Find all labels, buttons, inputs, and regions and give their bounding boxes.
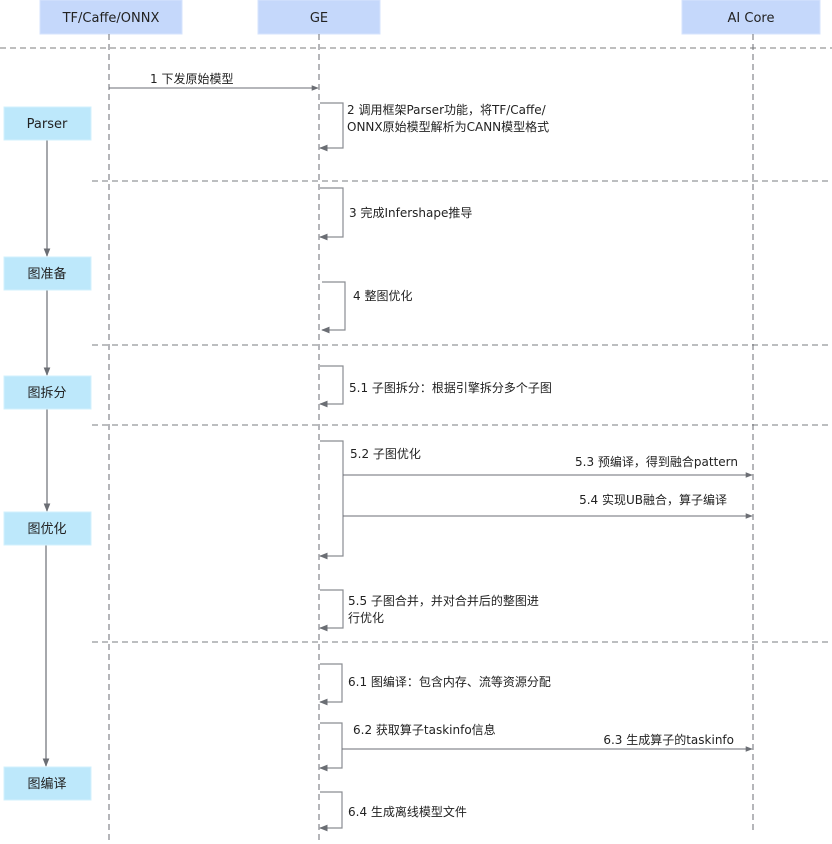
self-call-arrow xyxy=(319,187,344,241)
stage-graph-partition: 图拆分 xyxy=(3,375,92,410)
stage-parser: Parser xyxy=(3,106,92,141)
self-call-arrow xyxy=(319,440,344,560)
stage-label: 图编译 xyxy=(27,777,66,792)
message-label: ONNX原始模型解析为CANN模型格式 xyxy=(347,119,549,134)
stage-label: 图拆分 xyxy=(27,386,66,401)
message-label: 6.3 生成算子的taskinfo xyxy=(603,732,734,747)
message-label: 行优化 xyxy=(348,611,384,625)
self-call-arrow xyxy=(319,589,344,632)
message-label: 5.5 子图合并，并对合并后的整图进 xyxy=(348,593,539,608)
stage-graph-optimize: 图优化 xyxy=(3,511,92,546)
message-5-3: 5.3 预编译，得到融合pattern xyxy=(343,454,753,478)
message-label: 1 下发原始模型 xyxy=(150,71,233,86)
participant-label: TF/Caffe/ONNX xyxy=(62,11,160,26)
participant-label: GE xyxy=(310,11,328,26)
self-call-arrow xyxy=(319,663,343,706)
message-4: 4 整图优化 xyxy=(321,281,412,334)
message-label: 5.1 子图拆分：根据引擎拆分多个子图 xyxy=(349,380,552,395)
message-label: 5.4 实现UB融合，算子编译 xyxy=(579,492,727,507)
message-label: 6.2 获取算子taskinfo信息 xyxy=(353,722,496,737)
stage-label: 图准备 xyxy=(27,266,66,282)
stage-graph-compile: 图编译 xyxy=(3,766,92,801)
self-call-arrow xyxy=(319,365,344,408)
message-1: 1 下发原始模型 xyxy=(109,71,319,91)
participant-aicore: AI Core xyxy=(681,0,821,35)
self-call-arrow xyxy=(321,281,346,334)
message-label: 6.1 图编译：包含内存、流等资源分配 xyxy=(348,674,551,689)
self-call-arrow xyxy=(319,722,343,772)
self-call-arrow xyxy=(319,102,344,152)
message-5-4: 5.4 实现UB融合，算子编译 xyxy=(343,492,753,519)
participant-ge: GE xyxy=(257,0,381,35)
message-label: 2 调用框架Parser功能，将TF/Caffe/ xyxy=(347,103,547,117)
message-6-1: 6.1 图编译：包含内存、流等资源分配 xyxy=(319,663,551,706)
message-5-5: 5.5 子图合并，并对合并后的整图进 行优化 xyxy=(319,589,539,632)
message-2: 2 调用框架Parser功能，将TF/Caffe/ ONNX原始模型解析为CAN… xyxy=(319,102,549,152)
message-6-3: 6.3 生成算子的taskinfo xyxy=(342,732,753,752)
message-6-4: 6.4 生成离线模型文件 xyxy=(319,791,467,832)
participant-label: AI Core xyxy=(728,11,775,26)
stage-label: Parser xyxy=(27,117,68,132)
message-3: 3 完成Infershape推导 xyxy=(319,187,472,241)
message-label: 4 整图优化 xyxy=(353,288,412,303)
self-call-arrow xyxy=(319,791,343,832)
message-label: 5.3 预编译，得到融合pattern xyxy=(575,454,738,469)
message-label: 3 完成Infershape推导 xyxy=(349,205,472,220)
message-5-1: 5.1 子图拆分：根据引擎拆分多个子图 xyxy=(319,365,552,408)
message-label: 6.4 生成离线模型文件 xyxy=(348,804,467,819)
message-label: 5.2 子图优化 xyxy=(350,447,421,461)
stage-label: 图优化 xyxy=(27,522,66,537)
message-6-2: 6.2 获取算子taskinfo信息 xyxy=(319,722,496,772)
stage-graph-prepare: 图准备 xyxy=(3,256,92,291)
participant-tf: TF/Caffe/ONNX xyxy=(39,0,183,35)
message-5-2: 5.2 子图优化 xyxy=(319,440,421,560)
